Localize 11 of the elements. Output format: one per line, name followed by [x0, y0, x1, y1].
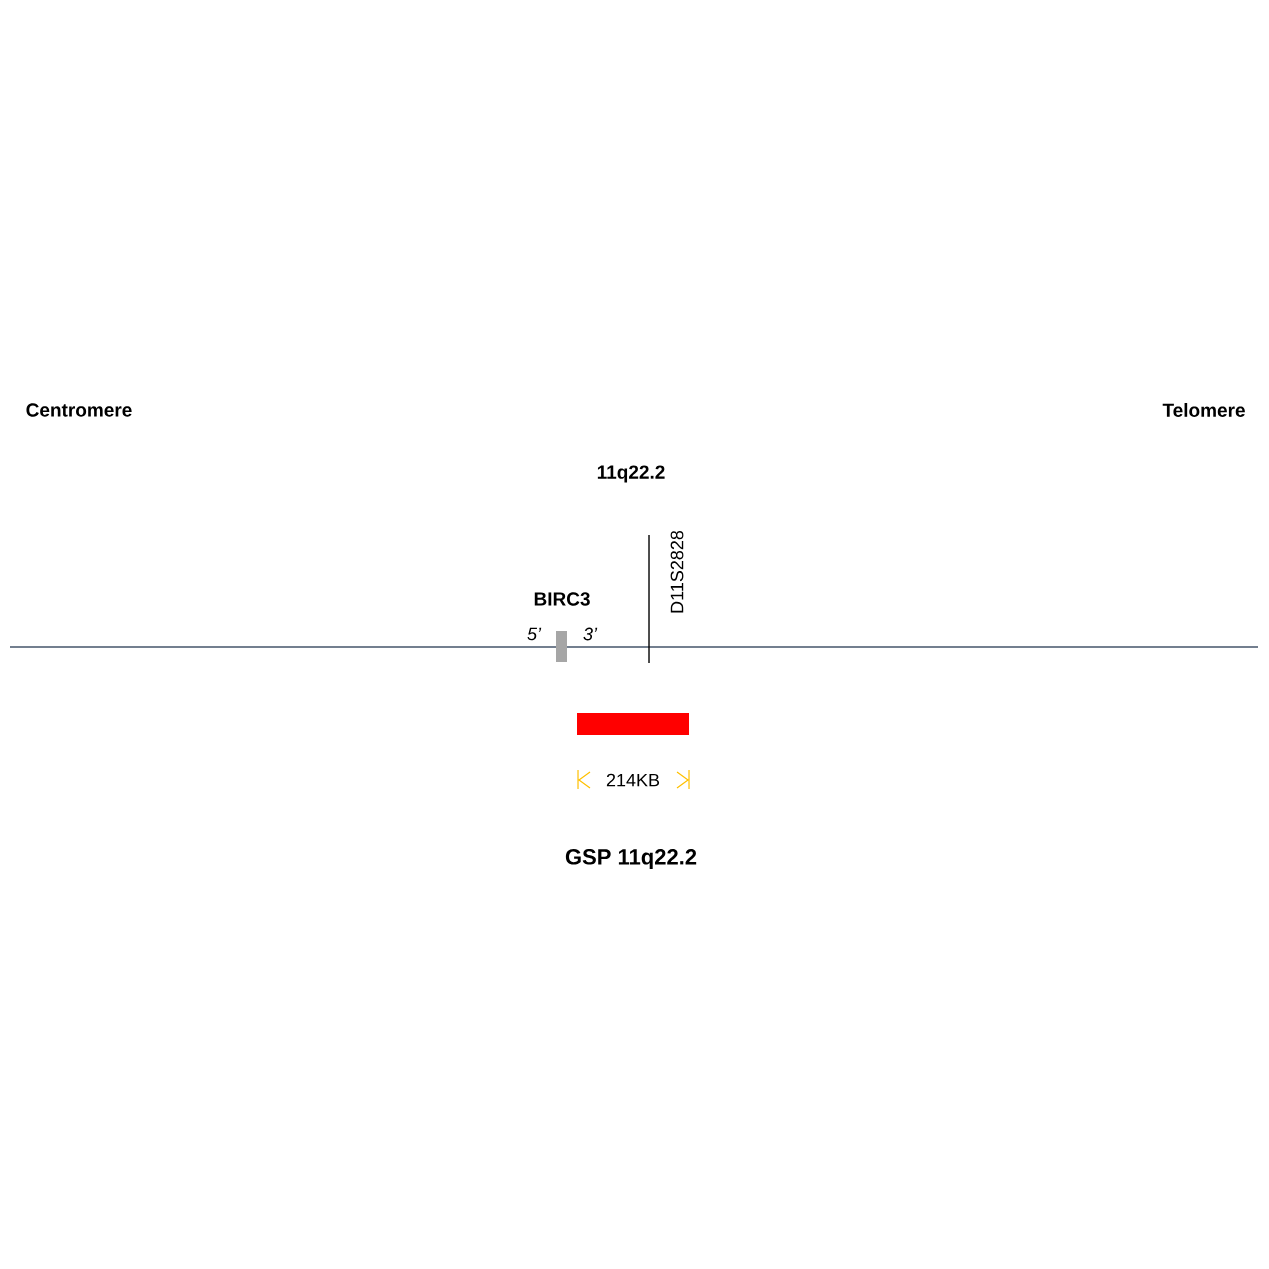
band-label: 11q22.2: [597, 465, 665, 483]
strand-end-label: 5’: [527, 627, 542, 641]
caption: GSP 11q22.2: [565, 849, 697, 869]
end-label: Telomere: [1162, 403, 1245, 417]
gene-box: [556, 631, 567, 662]
dimension-label: 214KB: [606, 773, 660, 787]
probe-bar: [577, 713, 689, 735]
end-label: Centromere: [26, 403, 132, 417]
strand-end-label: 3’: [583, 627, 598, 641]
marker-label: D11S2828: [670, 530, 684, 613]
gene-label: BIRC3: [534, 592, 590, 606]
